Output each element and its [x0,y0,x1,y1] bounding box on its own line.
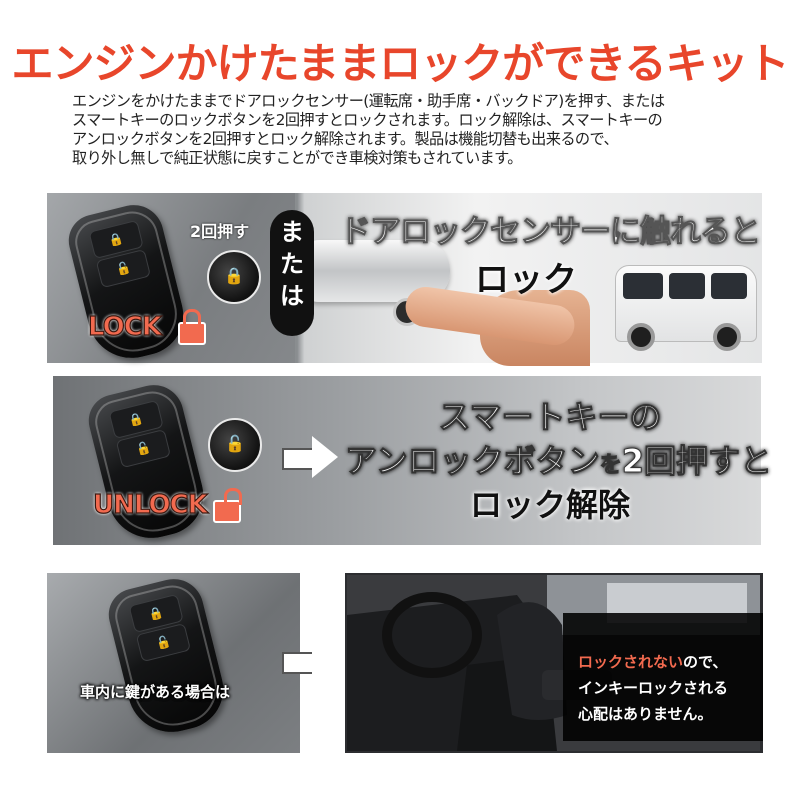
unlock-line2-a: アンロックボタン [345,442,601,481]
unlock-line1: スマートキーの [438,398,662,437]
fob-button-zoom-icon: 🔒 [207,250,261,304]
description-line: アンロックボタンを2回押すとロック解除されます。製品は機能切替も出来るので、 [72,130,619,148]
description: エンジンをかけたままでドアロックセンサー(運転席・助手席・バックドア)を押す、ま… [72,92,762,168]
inside-key-label: 車内に鍵がある場合は [80,683,231,701]
unlock-line2: アンロックボタンを2回押すと [345,436,773,482]
arrow-right-icon [282,436,342,478]
lock-word: LOCK [87,311,162,342]
message-line1: ロックされないので、 [578,651,727,672]
padlock-closed-icon [178,309,206,345]
push-twice-label: 2回押す [190,222,250,241]
message-line3: 心配はありません。 [578,705,713,723]
message-line2: インキーロックされる [578,679,729,697]
unlock-line2-b: を [599,453,622,479]
or-char: ま [280,218,304,246]
unlock-word: UNLOCK [92,489,208,520]
fob-button-zoom-icon: 🔓 [208,418,262,472]
van-icon [615,255,757,355]
message-box [563,613,763,741]
unlock-line2-c: 2回押すと [621,442,773,481]
or-char: は [280,282,304,310]
lock-headline: ドアロックセンサーに触れると [340,214,762,251]
arrow-right-icon [282,640,342,682]
message-highlight: ロックされない [578,653,684,671]
or-pill: ま た は [270,210,314,336]
description-line: エンジンをかけたままでドアロックセンサー(運転席・助手席・バックドア)を押す、ま… [72,92,665,110]
or-char: た [280,250,304,278]
unlock-line3: ロック解除 [469,486,630,524]
lock-headline-sub: ロック [475,260,577,300]
description-line: 取り外し無しで純正状態に戻すことができ車検対策もされています。 [72,149,522,167]
message-line1-rest: ので、 [683,653,728,671]
description-line: スマートキーのロックボタンを2回押すとロックされます。ロック解除は、スマートキー… [72,111,663,129]
padlock-open-icon [213,488,242,523]
page-title: エンジンかけたままロックができるキット [11,39,790,88]
